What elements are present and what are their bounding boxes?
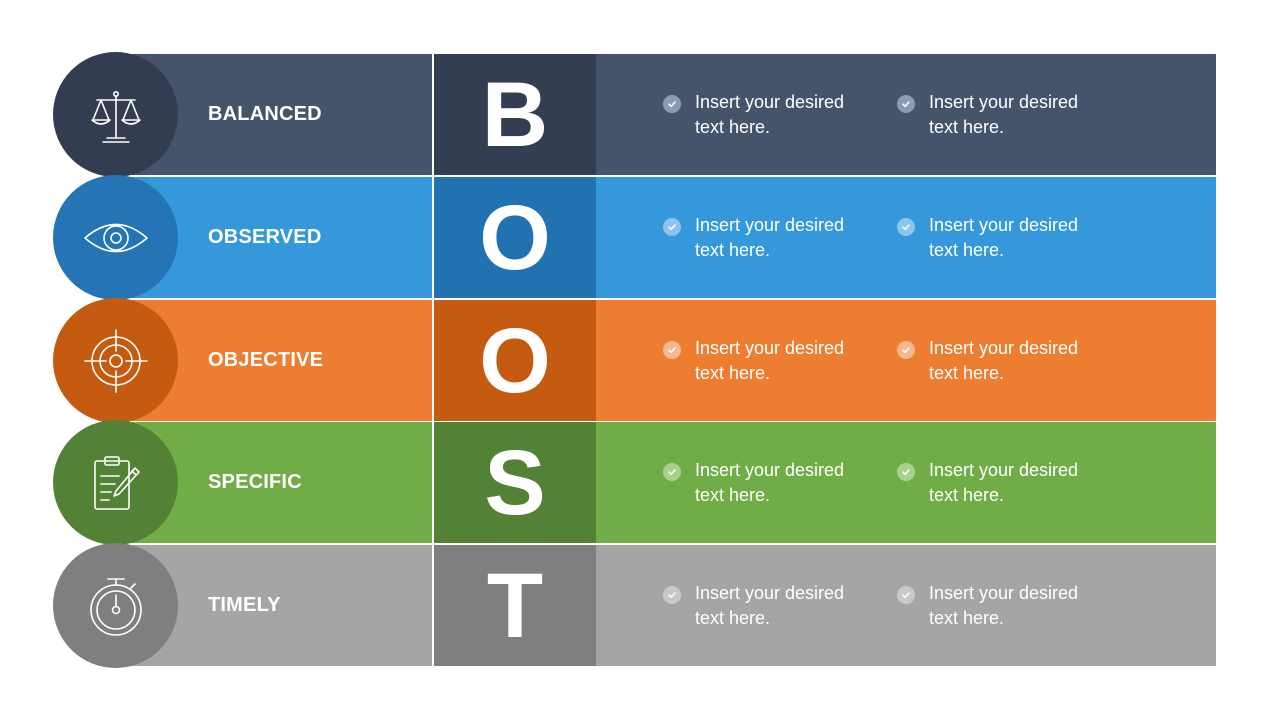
text-item: Insert your desired text here. [897, 336, 1099, 386]
checkmark-icon [897, 463, 915, 481]
text-band [596, 300, 1216, 421]
eye-icon [81, 203, 151, 273]
text-item: Insert your desired text here. [663, 90, 865, 140]
row-label: SPECIFIC [208, 471, 302, 493]
text-item: Insert your desired text here. [897, 458, 1099, 508]
icon-circle [53, 175, 178, 300]
checkmark-icon [663, 341, 681, 359]
text-item: Insert your desired text here. [663, 213, 865, 263]
item-text: Insert your desired text here. [695, 583, 845, 628]
icon-circle [53, 543, 178, 668]
target-icon [81, 326, 151, 396]
row-label: BALANCED [208, 103, 322, 125]
text-item: Insert your desired text here. [663, 336, 865, 386]
item-text: Insert your desired text here. [695, 215, 845, 260]
clipboard-pencil-icon [81, 448, 151, 518]
letter-cell: B [434, 54, 596, 175]
letter-cell: S [434, 422, 596, 543]
letter-cell: T [434, 545, 596, 666]
icon-circle [53, 298, 178, 423]
row-label: OBJECTIVE [208, 349, 324, 371]
icon-circle [53, 52, 178, 177]
text-band [596, 177, 1216, 298]
letter-cell: O [434, 300, 596, 421]
text-item: Insert your desired text here. [897, 581, 1099, 631]
icon-circle [53, 420, 178, 545]
text-item: Insert your desired text here. [663, 581, 865, 631]
text-band [596, 54, 1216, 175]
checkmark-icon [897, 95, 915, 113]
text-item: Insert your desired text here. [663, 458, 865, 508]
letter-cell: O [434, 177, 596, 298]
text-item: Insert your desired text here. [897, 213, 1099, 263]
row-specific: S SPECIFIC Insert your desi [0, 420, 1280, 545]
text-item: Insert your desired text here. [897, 90, 1099, 140]
item-text: Insert your desired text here. [929, 338, 1079, 383]
checkmark-icon [663, 463, 681, 481]
checkmark-icon [663, 95, 681, 113]
stopwatch-icon [81, 571, 151, 641]
row-label: OBSERVED [208, 226, 322, 248]
checkmark-icon [897, 341, 915, 359]
item-text: Insert your desired text here. [929, 583, 1079, 628]
row-observed: O OBSERVED Insert your desired text here… [0, 175, 1280, 300]
row-label: TIMELY [208, 594, 281, 616]
row-objective: O OBJECTIVE Insert your desired text h [0, 298, 1280, 423]
item-text: Insert your desired text here. [695, 92, 845, 137]
item-text: Insert your desired text here. [929, 215, 1079, 260]
scales-icon [81, 80, 151, 150]
checkmark-icon [663, 586, 681, 604]
row-timely: T TIMELY Insert your desired text here [0, 543, 1280, 668]
text-band [596, 545, 1216, 666]
item-text: Insert your desired text here. [929, 92, 1079, 137]
checkmark-icon [897, 218, 915, 236]
text-band [596, 422, 1216, 543]
checkmark-icon [897, 586, 915, 604]
item-text: Insert your desired text here. [695, 338, 845, 383]
item-text: Insert your desired text here. [695, 460, 845, 505]
checkmark-icon [663, 218, 681, 236]
item-text: Insert your desired text here. [929, 460, 1079, 505]
row-balanced: B BALANCED [0, 52, 1280, 177]
